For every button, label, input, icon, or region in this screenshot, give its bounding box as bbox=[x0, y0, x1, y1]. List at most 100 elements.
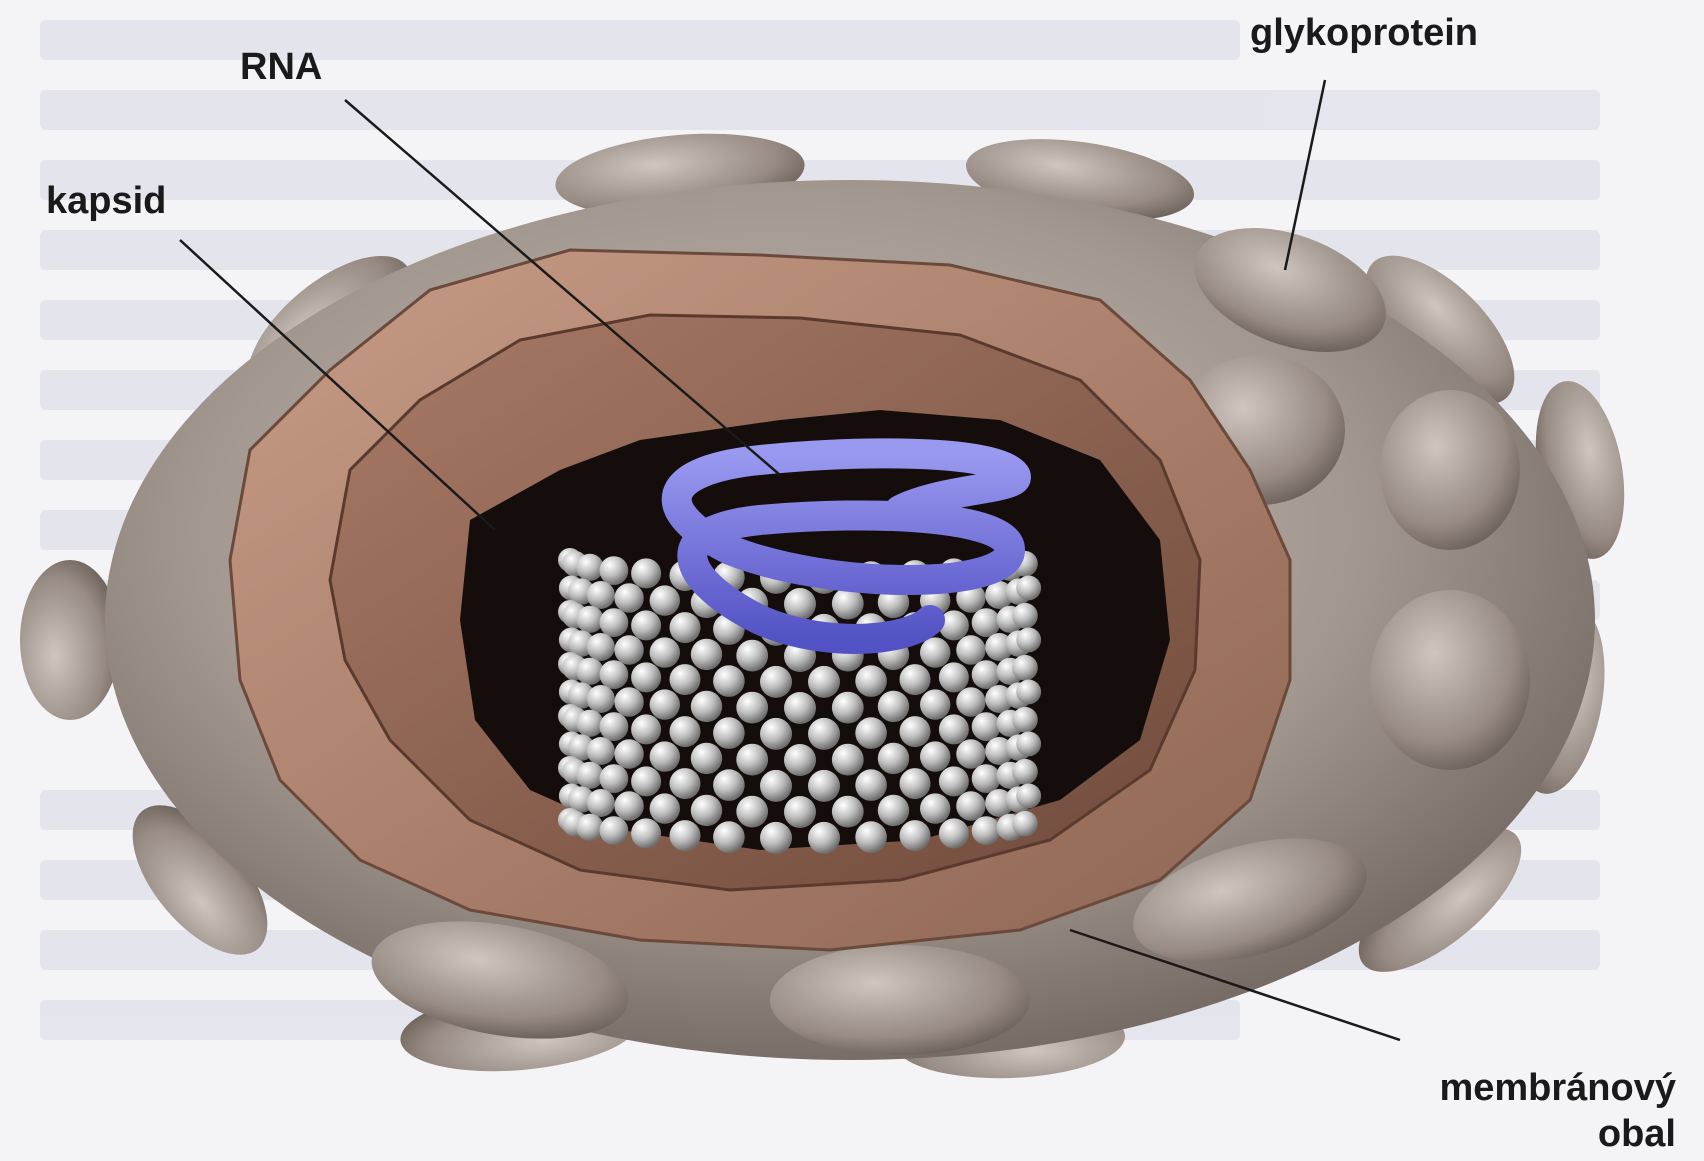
nucleocapsid-bead bbox=[878, 743, 909, 774]
nucleocapsid-bead bbox=[736, 744, 768, 776]
nucleocapsid-bead bbox=[808, 718, 840, 750]
nucleocapsid-bead bbox=[972, 660, 1001, 689]
nucleocapsid-bead bbox=[631, 558, 661, 588]
nucleocapsid-bead bbox=[650, 585, 680, 615]
label-glykoprotein: glykoprotein bbox=[1250, 10, 1478, 56]
nucleocapsid-bead bbox=[784, 692, 816, 724]
nucleocapsid-bead bbox=[784, 796, 816, 828]
nucleocapsid-bead bbox=[1012, 707, 1038, 733]
nucleocapsid-bead bbox=[920, 741, 950, 771]
nucleocapsid-bead bbox=[736, 640, 768, 672]
nucleocapsid-bead bbox=[878, 691, 909, 722]
nucleocapsid-bead bbox=[1012, 811, 1038, 837]
nucleocapsid-bead bbox=[900, 768, 931, 799]
nucleocapsid-bead bbox=[972, 608, 1001, 637]
nucleocapsid-bead bbox=[855, 821, 887, 853]
nucleocapsid-bead bbox=[576, 814, 603, 841]
nucleocapsid-bead bbox=[650, 637, 680, 667]
nucleocapsid-bead bbox=[900, 820, 931, 851]
nucleocapsid-bead bbox=[1012, 655, 1038, 681]
label-membrane-line1: membránový bbox=[1310, 1065, 1676, 1111]
nucleocapsid-bead bbox=[587, 581, 615, 609]
nucleocapsid-bead bbox=[691, 639, 722, 670]
nucleocapsid-bead bbox=[939, 714, 969, 744]
label-rna: RNA bbox=[240, 44, 322, 90]
nucleocapsid-bead bbox=[900, 664, 931, 695]
nucleocapsid-bead bbox=[855, 769, 887, 801]
label-membrane-line2: obal bbox=[1310, 1111, 1676, 1157]
nucleocapsid-bead bbox=[587, 737, 615, 765]
nucleocapsid-bead bbox=[576, 554, 603, 581]
nucleocapsid-bead bbox=[760, 666, 792, 698]
nucleocapsid-bead bbox=[713, 769, 745, 801]
nucleocapsid-bead bbox=[691, 795, 722, 826]
nucleocapsid-bead bbox=[1016, 732, 1041, 757]
nucleocapsid-bead bbox=[956, 687, 985, 716]
nucleocapsid-bead bbox=[920, 637, 950, 667]
nucleocapsid-bead bbox=[1012, 759, 1038, 785]
nucleocapsid-bead bbox=[736, 796, 768, 828]
nucleocapsid-bead bbox=[600, 660, 629, 689]
nucleocapsid-bead bbox=[587, 685, 615, 713]
nucleocapsid-bead bbox=[600, 712, 629, 741]
nucleocapsid-bead bbox=[760, 770, 792, 802]
nucleocapsid-bead bbox=[600, 816, 629, 845]
nucleocapsid-bead bbox=[855, 665, 887, 697]
nucleocapsid-bead bbox=[808, 770, 840, 802]
nucleocapsid-bead bbox=[713, 665, 745, 697]
nucleocapsid-bead bbox=[1016, 680, 1041, 705]
nucleocapsid-bead bbox=[576, 762, 603, 789]
nucleocapsid-bead bbox=[670, 664, 701, 695]
nucleocapsid-bead bbox=[614, 635, 643, 664]
nucleocapsid-bead bbox=[832, 744, 864, 776]
nucleocapsid-bead bbox=[691, 691, 722, 722]
nucleocapsid-bead bbox=[587, 789, 615, 817]
nucleocapsid-bead bbox=[670, 820, 701, 851]
nucleocapsid-bead bbox=[760, 822, 792, 854]
nucleocapsid-bead bbox=[600, 556, 629, 585]
nucleocapsid-bead bbox=[972, 712, 1001, 741]
nucleocapsid-bead bbox=[832, 692, 864, 724]
nucleocapsid-bead bbox=[713, 821, 745, 853]
nucleocapsid-bead bbox=[972, 764, 1001, 793]
nucleocapsid-bead bbox=[713, 717, 745, 749]
nucleocapsid-bead bbox=[600, 608, 629, 637]
nucleocapsid-bead bbox=[691, 743, 722, 774]
nucleocapsid-bead bbox=[939, 818, 969, 848]
nucleocapsid-bead bbox=[650, 793, 680, 823]
nucleocapsid-bead bbox=[832, 796, 864, 828]
nucleocapsid-bead bbox=[614, 583, 643, 612]
nucleocapsid-bead bbox=[900, 716, 931, 747]
nucleocapsid-bead bbox=[855, 717, 887, 749]
nucleocapsid-bead bbox=[576, 606, 603, 633]
nucleocapsid-bead bbox=[760, 718, 792, 750]
nucleocapsid-bead bbox=[631, 610, 661, 640]
nucleocapsid-bead bbox=[670, 612, 701, 643]
nucleocapsid-bead bbox=[920, 793, 950, 823]
nucleocapsid-bead bbox=[576, 658, 603, 685]
nucleocapsid-bead bbox=[878, 795, 909, 826]
nucleocapsid-bead bbox=[784, 744, 816, 776]
nucleocapsid-bead bbox=[808, 822, 840, 854]
nucleocapsid-bead bbox=[1016, 576, 1041, 601]
nucleocapsid-bead bbox=[670, 768, 701, 799]
nucleocapsid-bead bbox=[631, 818, 661, 848]
nucleocapsid-bead bbox=[956, 739, 985, 768]
nucleocapsid-bead bbox=[631, 662, 661, 692]
label-membrane-envelope: membránový obal bbox=[1310, 1065, 1676, 1157]
nucleocapsid-bead bbox=[614, 791, 643, 820]
nucleocapsid-bead bbox=[631, 766, 661, 796]
nucleocapsid-bead bbox=[587, 633, 615, 661]
nucleocapsid-bead bbox=[956, 635, 985, 664]
nucleocapsid-bead bbox=[614, 687, 643, 716]
nucleocapsid-bead bbox=[972, 816, 1001, 845]
nucleocapsid-bead bbox=[614, 739, 643, 768]
nucleocapsid bbox=[558, 548, 1041, 854]
nucleocapsid-bead bbox=[808, 666, 840, 698]
nucleocapsid-bead bbox=[939, 662, 969, 692]
nucleocapsid-bead bbox=[956, 791, 985, 820]
nucleocapsid-bead bbox=[1012, 603, 1038, 629]
nucleocapsid-bead bbox=[920, 689, 950, 719]
nucleocapsid-bead bbox=[576, 710, 603, 737]
